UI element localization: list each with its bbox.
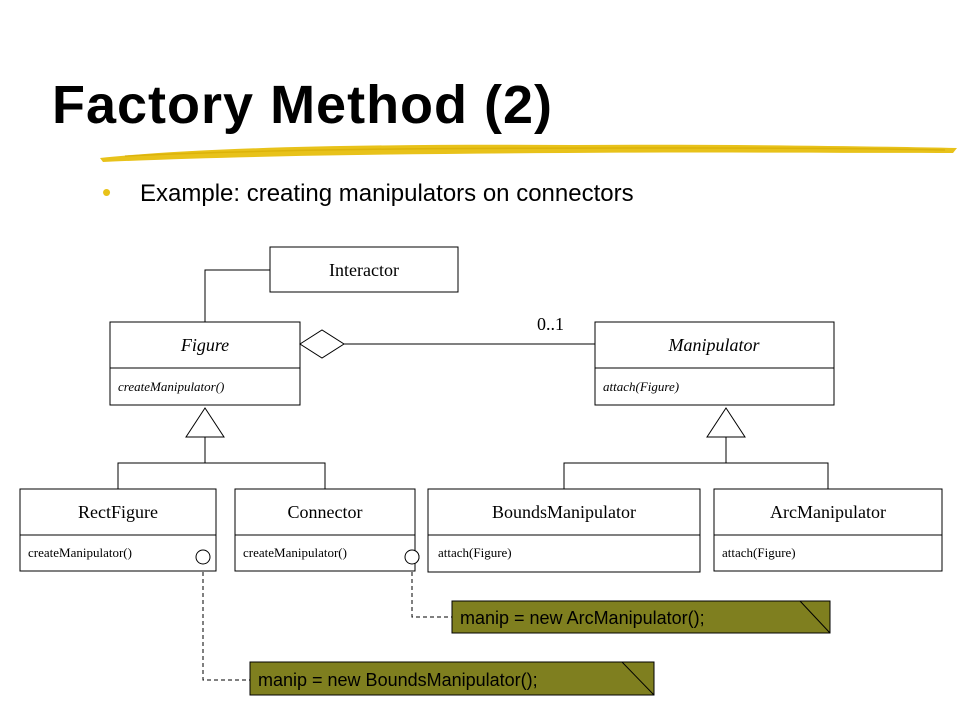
- figure-inheritance-triangle-icon: [185, 407, 225, 438]
- rectfigure-method: createManipulator(): [28, 545, 132, 560]
- note-bounds: manip = new BoundsManipulator();: [249, 661, 655, 696]
- figure-method: createManipulator(): [118, 379, 224, 394]
- interactor-link: [204, 269, 270, 322]
- bullet-text: Example: creating manipulators on connec…: [140, 180, 634, 207]
- connector-name: Connector: [288, 502, 363, 522]
- connector-method: createManipulator(): [243, 545, 347, 560]
- manipulator-method: attach(Figure): [603, 379, 679, 394]
- figure-name: Figure: [180, 335, 229, 355]
- class-figure: Figure createManipulator(): [109, 321, 301, 406]
- note-arc-text: manip = new ArcManipulator();: [460, 608, 705, 628]
- class-interactor: Interactor: [269, 246, 459, 293]
- multiplicity-label: 0..1: [537, 314, 564, 334]
- arcmanipulator-name: ArcManipulator: [770, 502, 886, 522]
- interactor-name: Interactor: [329, 260, 399, 280]
- bullet-icon: •: [102, 177, 112, 207]
- manipulator-name: Manipulator: [667, 335, 760, 355]
- arcmanipulator-method: attach(Figure): [722, 545, 796, 560]
- class-manipulator: Manipulator attach(Figure): [594, 321, 835, 406]
- note-arc: manip = new ArcManipulator();: [451, 600, 831, 634]
- note-link-arc: [411, 565, 452, 618]
- class-connector: Connector createManipulator(): [234, 488, 416, 572]
- class-boundsmanipulator: BoundsManipulator attach(Figure): [427, 488, 701, 573]
- class-arcmanipulator: ArcManipulator attach(Figure): [713, 488, 943, 572]
- rectfigure-name: RectFigure: [78, 502, 158, 522]
- title-underline-brushstroke: [100, 144, 957, 162]
- class-rectfigure: RectFigure createManipulator(): [19, 488, 217, 572]
- aggregation-diamond-icon: [299, 329, 345, 359]
- manipulator-inheritance-triangle-icon: [706, 407, 746, 438]
- boundsmanipulator-method: attach(Figure): [438, 545, 512, 560]
- note-bounds-text: manip = new BoundsManipulator();: [258, 670, 538, 690]
- slide-title: Factory Method (2): [52, 75, 554, 135]
- boundsmanipulator-name: BoundsManipulator: [492, 502, 636, 522]
- note-link-bounds: [202, 565, 250, 681]
